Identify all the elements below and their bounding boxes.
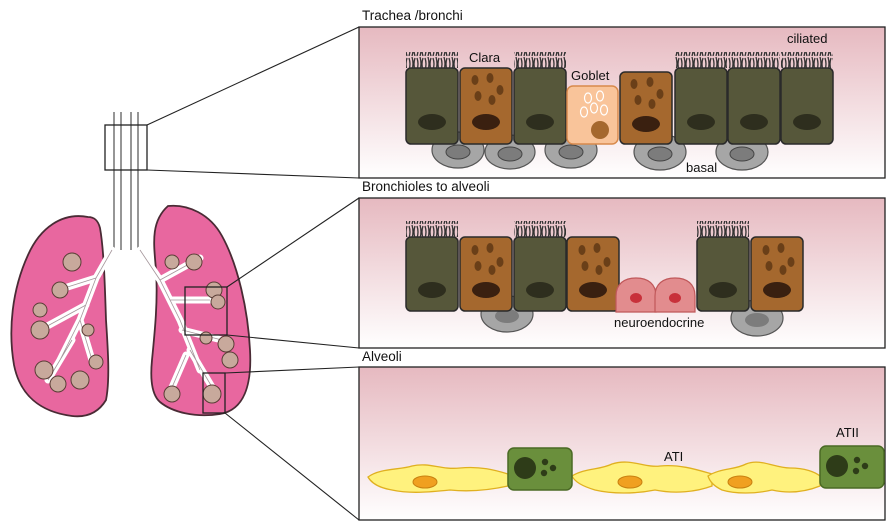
trachea-zoom-box [104, 124, 148, 171]
panel-alveoli: Alveoli ATI ATII [358, 349, 886, 521]
clara-label: Clara [469, 50, 501, 65]
lungs-illustration [10, 112, 252, 418]
panel-frame [358, 366, 886, 521]
ciliated-cells [405, 52, 834, 145]
alveoli-zoom-box [202, 372, 226, 414]
basal-nuclei [445, 144, 755, 162]
panel-title: Alveoli [362, 349, 402, 364]
ati-label: ATI [664, 449, 683, 464]
alveolar-clusters [30, 252, 239, 404]
clara-cells [459, 236, 804, 312]
panel-bronchioles-alveoli: Bronchioles to alveoli neuroendocrine [358, 179, 886, 349]
panel-title: Trachea /bronchi [362, 8, 463, 23]
zoom-connector-lines [146, 26, 360, 521]
trachea [113, 112, 139, 250]
clara-cells [459, 67, 673, 145]
ciliated-label: ciliated [787, 31, 827, 46]
basal-label: basal [686, 160, 717, 175]
panel-title: Bronchioles to alveoli [362, 179, 490, 194]
right-lung [150, 204, 252, 417]
ati-nuclei [412, 475, 753, 489]
goblet-label: Goblet [571, 68, 610, 83]
basal-nuclei [495, 309, 769, 327]
panel-trachea-bronchi: Trachea /bronchi Clara Goblet ciliated b… [358, 8, 886, 179]
neuroendocrine-cells [615, 277, 696, 313]
ciliated-cells [405, 221, 750, 312]
atii-label: ATII [836, 425, 859, 440]
neuroendocrine-label: neuroendocrine [614, 315, 704, 330]
goblet-cell [566, 85, 619, 145]
bronchiole-zoom-box [184, 286, 228, 336]
atii-cells [507, 445, 885, 491]
